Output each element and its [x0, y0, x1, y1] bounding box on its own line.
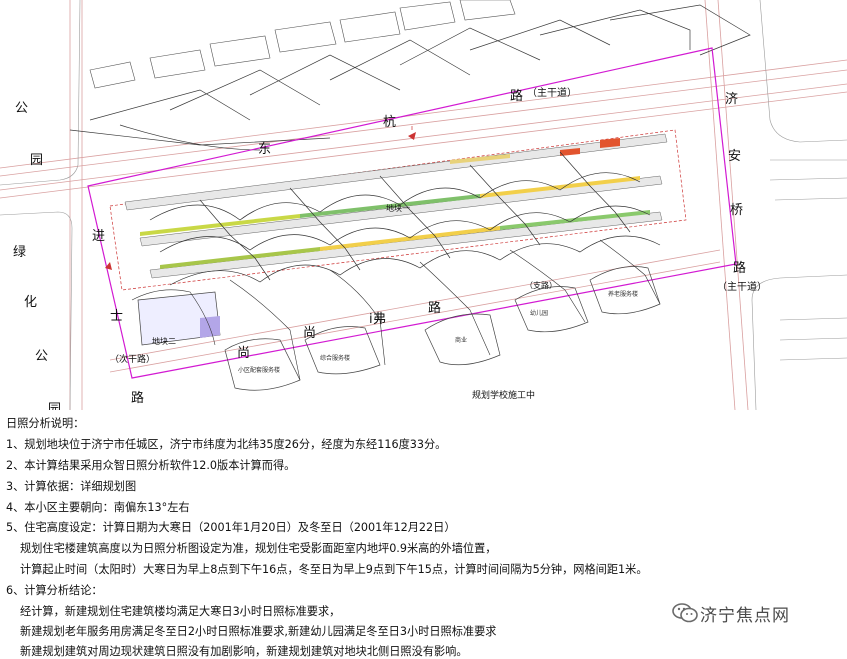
note-item-6: 6、计算分析结论： — [6, 584, 103, 597]
park-road-label-1: 公 — [15, 101, 28, 116]
shangfu-road-label-4: 弗 — [373, 312, 386, 327]
north-existing-buildings — [89, 0, 516, 89]
donghang-road-label-3: 路 — [510, 88, 523, 104]
school-label: 规划学校施工中 — [472, 389, 535, 401]
jianqiao-road-label-3: 桥 — [730, 203, 743, 218]
wechat-icon — [672, 603, 698, 623]
building-tags: 小区配套服务楼 综合服务楼 商业 幼儿园 养老服务楼 — [238, 290, 638, 374]
note-item-6-detail-1: 经计算，新建规划住宅建筑楼均满足大寒日3小时日照标准要求， — [20, 605, 341, 618]
shangfu-road-label-2: 尚 — [303, 326, 316, 341]
note-item-3: 3、计算依据：详细规划图 — [6, 480, 137, 493]
donghang-road-label-1: 东 — [258, 142, 271, 157]
svg-text:商业: 商业 — [455, 336, 467, 344]
plot-one-buildings — [124, 133, 668, 279]
road-labels: 公 园 绿 化 公 园 东 杭 路 （主干道） 济 安 桥 路 （主干道） 进 … — [13, 86, 767, 410]
note-item-5: 5、住宅高度设定：计算日期为大寒日（2001年1月20日）及冬至日（2001年1… — [6, 521, 456, 534]
jinshi-road-label-2: 士 — [110, 309, 123, 324]
park-road-label-5: 公 — [35, 349, 48, 364]
park-road-label-3: 绿 — [13, 245, 26, 260]
notes-heading: 日照分析说明： — [6, 417, 85, 430]
plot-two-buildings — [137, 266, 661, 391]
jinshi-road-label-3: 路 — [131, 390, 144, 406]
park-road-label-2: 园 — [30, 153, 43, 168]
road-gray-edges — [0, 0, 847, 410]
note-item-4: 4、本小区主要朝向：南偏东13°左右 — [6, 501, 190, 514]
jinshi-road-label-1: 进 — [92, 229, 105, 244]
jianqiao-road-label-2: 安 — [728, 149, 741, 164]
note-item-6-detail-2: 新建规划老年服务用房满足冬至日2小时日照标准要求,新建幼儿园满足冬至日3小时日照… — [20, 625, 497, 638]
note-item-5-detail-1: 规划住宅楼建筑高度以为日照分析图设定为准，规划住宅受影面距室内地坪0.9米高的外… — [20, 542, 497, 555]
north-shadow-lines — [69, 4, 751, 151]
svg-text:综合服务楼: 综合服务楼 — [320, 354, 350, 362]
donghang-road-trunk: （主干道） — [527, 86, 577, 99]
north-arrow-marker — [408, 132, 416, 140]
plot-red-line — [109, 126, 687, 291]
analysis-notes: 日照分析说明： 1、规划地块位于济宁市任城区，济宁市纬度为北纬35度26分，经度… — [0, 414, 847, 658]
jinshi-road-secondary: （次干路） — [110, 353, 155, 365]
plot-two-label: 地块二 — [152, 336, 176, 346]
jianqiao-road-label-1: 济 — [725, 92, 738, 107]
plot-one-label: 地块一 — [386, 203, 410, 213]
note-item-5-detail-2: 计算起止时间（太阳时）大寒日为早上8点到下午16点，冬至日为早上9点到下午15点… — [20, 563, 648, 576]
park-road-label-6: 园 — [48, 402, 61, 410]
shangfu-road-label-3: i — [369, 312, 373, 327]
watermark: 济宁焦点网 — [672, 596, 842, 630]
site-boundary — [87, 47, 737, 379]
note-item-1: 1、规划地块位于济宁市任城区，济宁市纬度为北纬35度26分，经度为东经116度3… — [6, 438, 447, 451]
note-item-2: 2、本计算结果采用众智日照分析软件12.0版本计算而得。 — [6, 459, 296, 472]
shangfu-road-branch: （支路） — [525, 280, 557, 290]
svg-text:小区配套服务楼: 小区配套服务楼 — [238, 366, 280, 374]
svg-text:养老服务楼: 养老服务楼 — [608, 290, 638, 298]
park-road-label-4: 化 — [24, 295, 37, 310]
jianqiao-road-label-4: 路 — [733, 260, 746, 276]
donghang-road-label-2: 杭 — [383, 115, 396, 130]
plot-shadow-curves — [149, 151, 661, 286]
road-network — [0, 0, 847, 410]
shangfu-road-label-5: 路 — [428, 300, 441, 316]
jianqiao-road-trunk: （主干道） — [717, 280, 767, 293]
site-plan-drawing: 小区配套服务楼 综合服务楼 商业 幼儿园 养老服务楼 公 园 绿 化 公 园 东… — [0, 0, 847, 410]
shangfu-road-label-1: 尚 — [237, 346, 250, 361]
south-shadow-lines — [131, 239, 661, 381]
watermark-text: 济宁焦点网 — [700, 606, 790, 626]
south-arrow-marker — [105, 262, 112, 270]
note-item-6-detail-3: 新建规划建筑对周边现状建筑日照没有加剧影响，新建规划建筑对地块北侧日照没有影响。 — [20, 645, 468, 658]
svg-text:幼儿园: 幼儿园 — [530, 309, 548, 317]
